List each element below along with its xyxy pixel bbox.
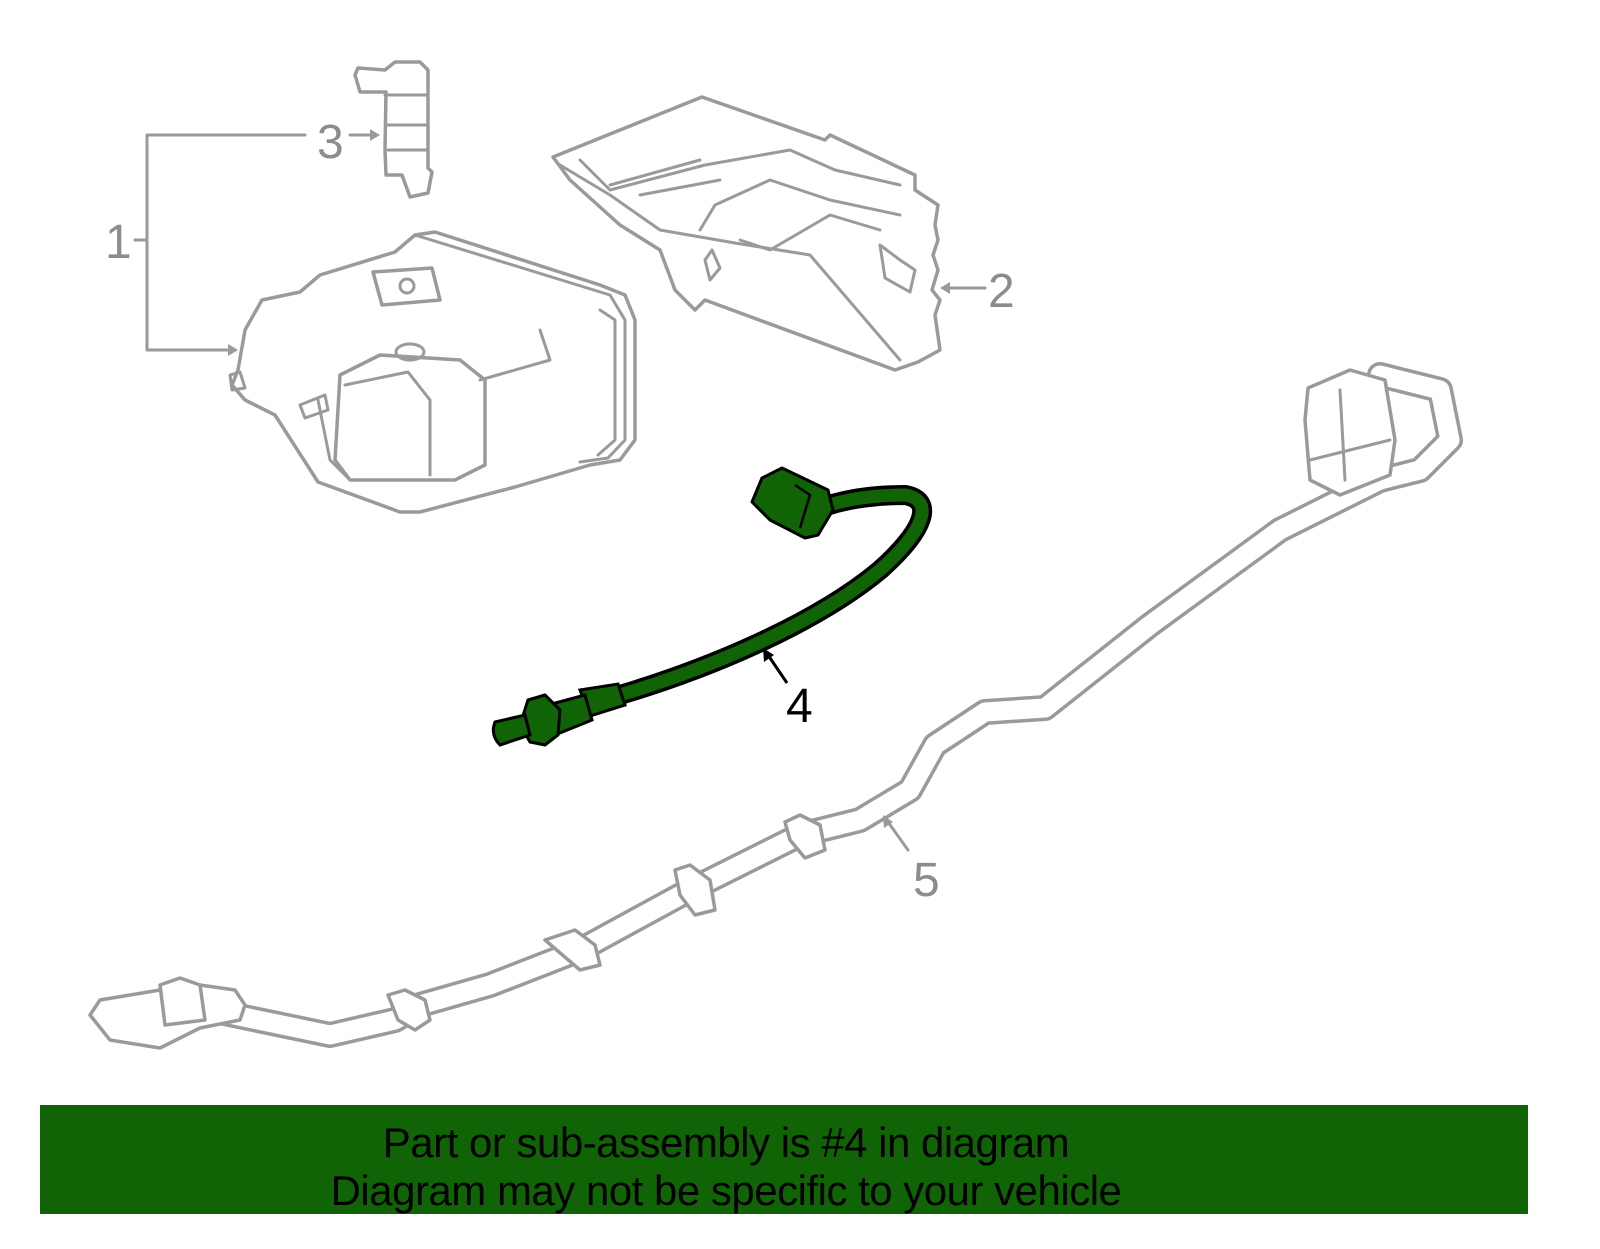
- banner-line-2: Diagram may not be specific to your vehi…: [330, 1167, 1122, 1214]
- part-4-oxygen-sensor[interactable]: [491, 466, 933, 747]
- part-1-canister[interactable]: [228, 230, 637, 514]
- callout-4: 4: [786, 680, 813, 733]
- leader-lines: [133, 129, 987, 852]
- callout-1: 1: [105, 216, 132, 269]
- part-5-harness[interactable]: [88, 362, 1463, 1050]
- callout-5: 5: [913, 854, 940, 907]
- callout-3: 3: [317, 116, 344, 169]
- banner-line-1: Part or sub-assembly is #4 in diagram: [382, 1119, 1070, 1166]
- part-3-sensor[interactable]: [353, 60, 434, 199]
- callout-2: 2: [988, 265, 1015, 318]
- part-2-cover[interactable]: [551, 95, 942, 372]
- info-banner: Part or sub-assembly is #4 in diagram Di…: [40, 1105, 1528, 1214]
